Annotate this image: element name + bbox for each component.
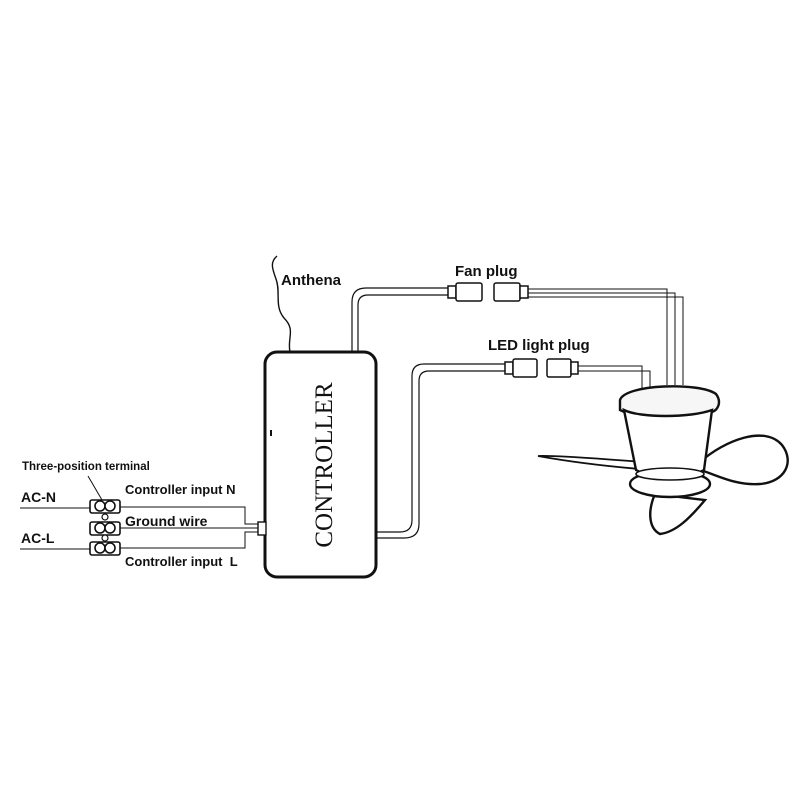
fan-blade-left [537, 454, 655, 472]
controller-input-l-label: Controller input L [125, 554, 238, 569]
antenna-wire [271, 255, 292, 353]
fan-blade-front [649, 492, 708, 536]
controller-input-n-label: Controller input N [125, 482, 236, 497]
fan-wires [528, 288, 684, 385]
antenna-label: Anthena [281, 272, 342, 289]
controller-input-connector [257, 521, 267, 536]
controller-label: CONTROLLER [311, 382, 338, 548]
terminal-pointer [87, 475, 103, 501]
ac-n-label: AC-N [21, 489, 56, 505]
fan-plug [447, 282, 529, 302]
controller-box [263, 350, 378, 579]
fan-motor [622, 407, 714, 478]
fan-plug-label: Fan plug [455, 263, 518, 280]
fan-blade-right [698, 434, 789, 486]
controller-input-wires [120, 506, 258, 549]
led-plug-label: LED light plug [488, 337, 590, 354]
led-cable [376, 363, 505, 539]
ground-wire-label: Ground wire [125, 513, 208, 529]
ac-l-label: AC-L [21, 530, 55, 546]
ceiling-fan [537, 385, 789, 536]
terminal-block [89, 499, 121, 556]
fan-cable [351, 287, 448, 352]
ac-wires [20, 507, 90, 550]
terminal-label: Three-position terminal [22, 461, 150, 473]
led-plug [504, 358, 579, 378]
led-wires [578, 365, 651, 388]
